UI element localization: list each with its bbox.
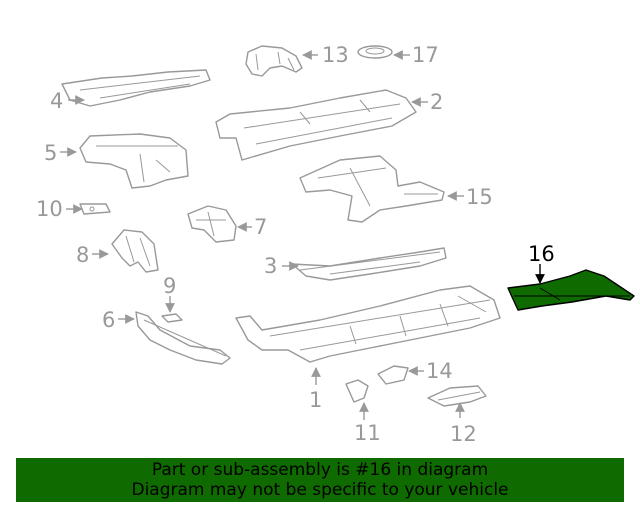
callout-6: 6 [102,308,115,332]
part-15-frame [299,155,445,223]
part-16-highlighted[interactable] [507,269,635,311]
callout-3: 3 [264,254,277,278]
part-14-bracket [377,365,409,385]
callout-1: 1 [309,388,322,412]
part-17-grommet [357,45,393,59]
callout-8: 8 [76,243,89,267]
callout-16: 16 [528,242,555,266]
part-13-bracket [245,45,303,77]
callout-12: 12 [450,422,477,446]
callout-13: 13 [322,43,349,67]
banner-line-2: Diagram may not be specific to your vehi… [131,480,509,500]
part-8-reinforcement [111,229,159,273]
callout-15: 15 [466,185,493,209]
part-2-crossmember [215,89,417,161]
info-banner: Part or sub-assembly is #16 in diagram D… [16,458,624,502]
part-11-bracket [345,379,369,403]
callout-4: 4 [50,89,63,113]
callout-11: 11 [354,421,381,445]
part-3-rail [291,247,447,281]
banner-line-1: Part or sub-assembly is #16 in diagram [151,460,489,480]
callout-5: 5 [44,141,57,165]
callout-14: 14 [426,359,453,383]
part-9-stud [161,313,183,323]
part-12-bracket [427,385,487,407]
part-7-bracket [187,205,237,243]
callout-9: 9 [163,274,176,298]
callout-7: 7 [254,215,267,239]
part-4-panel [61,69,211,107]
callout-10: 10 [36,197,63,221]
callout-2: 2 [430,90,443,114]
part-10-clip [79,203,111,215]
callout-17: 17 [412,43,439,67]
part-1-main-floor-pan [235,285,501,363]
part-6-floor-rail [135,311,231,365]
part-5-floor-side [79,133,189,189]
